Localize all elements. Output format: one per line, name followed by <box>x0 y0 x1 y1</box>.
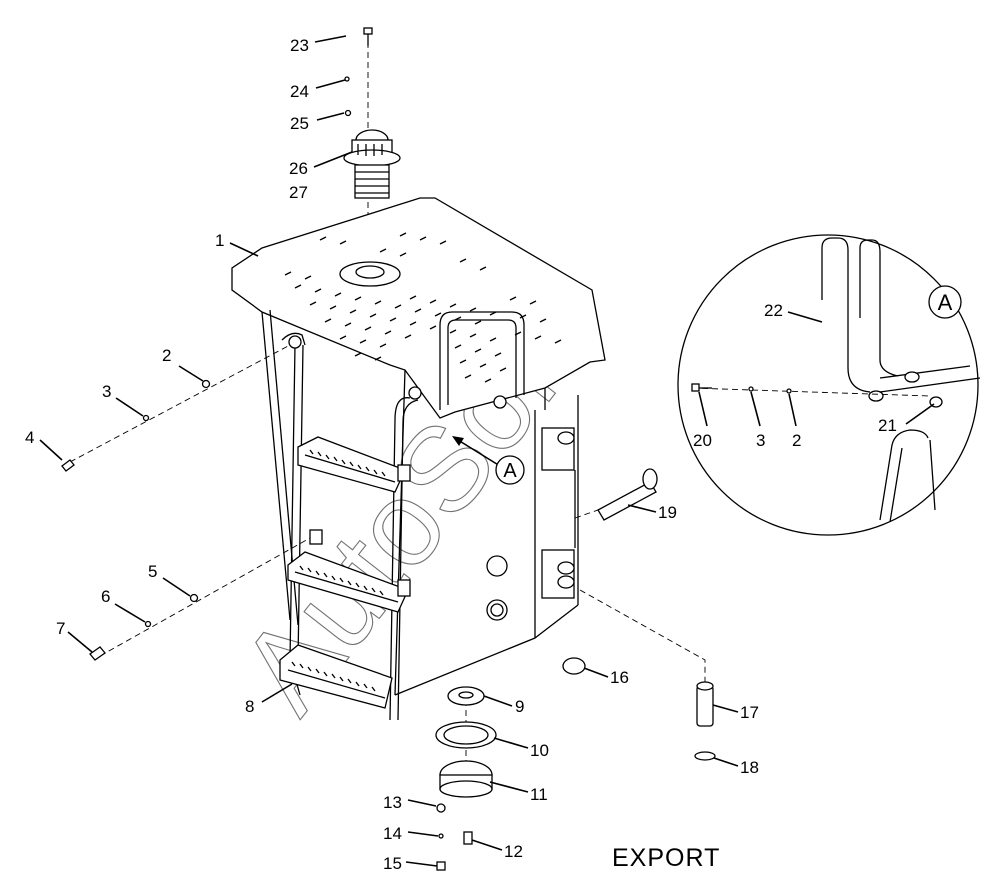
label-1: 1 <box>215 231 224 250</box>
label-6: 6 <box>101 587 110 606</box>
label-3: 3 <box>102 382 111 401</box>
label-3-detail: 3 <box>756 431 765 450</box>
label-4: 4 <box>25 428 34 447</box>
label-13: 13 <box>383 793 402 812</box>
label-17: 17 <box>740 703 759 722</box>
label-2: 2 <box>162 346 171 365</box>
fuel-tank <box>231 197 606 696</box>
label-11: 11 <box>530 785 548 804</box>
label-19: 19 <box>658 503 677 522</box>
label-21: 21 <box>878 416 897 435</box>
label-27: 27 <box>289 183 308 202</box>
label-15: 15 <box>383 854 402 873</box>
drain-cover-assembly <box>435 686 497 871</box>
label-10: 10 <box>530 741 549 760</box>
label-5: 5 <box>148 562 157 581</box>
view-marker-detail: A <box>928 285 962 319</box>
label-9: 9 <box>515 697 524 716</box>
export-label: EXPORT <box>612 844 720 872</box>
label-7: 7 <box>56 619 65 638</box>
view-marker-main: A <box>495 455 525 485</box>
ladder <box>279 332 507 721</box>
detail-view-a <box>677 234 981 536</box>
label-18: 18 <box>740 758 759 777</box>
part-labels: 23 24 25 26 27 1 2 3 4 5 6 7 8 9 10 11 1… <box>25 36 897 873</box>
label-25: 25 <box>290 114 309 133</box>
label-16: 16 <box>610 668 629 687</box>
label-23: 23 <box>290 36 309 55</box>
label-8: 8 <box>245 697 254 716</box>
label-2-detail: 2 <box>792 431 801 450</box>
fasteners-left <box>61 344 311 661</box>
svg-text:A: A <box>938 290 953 315</box>
leader-lines <box>39 35 935 867</box>
right-parts <box>562 468 716 761</box>
label-14: 14 <box>383 824 402 843</box>
svg-text:A: A <box>503 460 517 482</box>
label-24: 24 <box>290 82 309 101</box>
label-12: 12 <box>504 842 523 861</box>
label-26: 26 <box>289 159 308 178</box>
filler-cap-assembly <box>343 27 401 250</box>
label-20: 20 <box>693 431 712 450</box>
label-22: 22 <box>764 301 783 320</box>
